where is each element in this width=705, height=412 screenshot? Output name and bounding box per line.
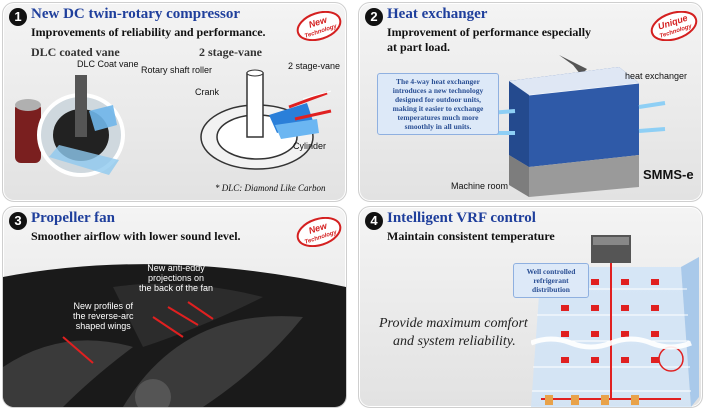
dlc-footnote: * DLC: Diamond Like Carbon xyxy=(215,183,326,193)
propeller-fan-illustration xyxy=(3,264,346,407)
dlc-coat-vane-label: DLC Coat vane xyxy=(77,59,139,69)
info-line: distribution xyxy=(532,285,570,294)
panel-subtitle: Improvements of reliability and performa… xyxy=(31,25,266,39)
rotary-shaft-roller-label: Rotary shaft roller xyxy=(141,65,213,75)
panel-number: 1 xyxy=(9,8,27,26)
building-illustration xyxy=(531,235,699,407)
slogan: Provide maximum comfort and system relia… xyxy=(379,315,528,351)
anti-eddy-callout: New anti-eddy projections on the back of… xyxy=(139,263,213,293)
info-line: Well controlled xyxy=(526,267,576,276)
panel-vrf-control: 4 Intelligent VRF control Maintain consi… xyxy=(358,206,703,408)
badge-icon: New Technology xyxy=(296,217,342,247)
reverse-arc-callout: New profiles of the reverse-arc shaped w… xyxy=(73,301,134,331)
panel-subtitle-line-1: Improvement of performance especially xyxy=(387,25,592,39)
cylinder-label: Cylinder xyxy=(293,141,327,151)
badge-icon: Unique Technology xyxy=(650,11,698,41)
info-line: smoothly in all units. xyxy=(404,122,472,131)
dlc-header: DLC coated vane xyxy=(31,45,120,59)
badge-icon: New Technology xyxy=(296,11,342,41)
info-line: refrigerant xyxy=(533,276,569,285)
panel-subtitle-line-2: at part load. xyxy=(387,40,450,54)
callout-line: New anti-eddy xyxy=(147,263,205,273)
info-line: The 4-way heat exchanger xyxy=(396,77,480,86)
info-line: temperatures much more xyxy=(397,113,479,122)
machine-room-label: Machine room xyxy=(451,181,509,191)
heat-exchanger-unit-illustration xyxy=(489,55,666,197)
unique-technology-badge: Unique Technology xyxy=(649,11,698,41)
slogan-line: and system reliability. xyxy=(393,334,516,349)
heat-exchanger-label: heat exchanger xyxy=(625,71,688,81)
new-technology-badge: New Technology xyxy=(295,11,342,41)
callout-line: the reverse-arc xyxy=(73,311,134,321)
panel-number: 3 xyxy=(9,212,27,230)
panel-heat-exchanger: 2 Heat exchanger Improvement of performa… xyxy=(358,2,703,202)
panel-compressor: 1 New DC twin-rotary compressor Improvem… xyxy=(2,2,347,202)
compressor-illustration xyxy=(15,75,125,177)
panel-subtitle: Maintain consistent temperature xyxy=(387,229,555,243)
info-line: introduces a new technology xyxy=(392,86,484,95)
panel-subtitle: Smoother airflow with lower sound level. xyxy=(31,229,241,243)
panel-title: Intelligent VRF control xyxy=(387,210,536,226)
new-technology-badge: New Technology xyxy=(295,217,342,247)
heat-exchanger-info-box: The 4-way heat exchanger introduces a ne… xyxy=(377,73,499,135)
callout-line: the back of the fan xyxy=(139,283,214,293)
two-stage-vane-illustration xyxy=(200,69,332,170)
two-stage-header: 2 stage-vane xyxy=(199,45,262,59)
panel-number: 4 xyxy=(365,212,383,230)
info-line: designed for outdoor units, xyxy=(395,95,481,104)
panel-title: New DC twin-rotary compressor xyxy=(31,6,240,22)
panel-title: Propeller fan xyxy=(31,210,116,226)
slogan-line: Provide maximum comfort xyxy=(379,316,528,331)
crank-label: Crank xyxy=(195,87,220,97)
two-stage-vane-label: 2 stage-vane xyxy=(288,61,341,71)
panel-number: 2 xyxy=(365,8,383,26)
product-name: SMMS-e xyxy=(643,167,694,182)
info-line: making it easier to exchange xyxy=(392,104,484,113)
panel-propeller-fan: 3 Propeller fan Smoother airflow with lo… xyxy=(2,206,347,408)
refrigerant-info-box: Well controlled refrigerant distribution xyxy=(513,263,589,298)
callout-line: shaped wings xyxy=(75,321,131,331)
callout-line: projections on xyxy=(148,273,205,283)
callout-line: New profiles of xyxy=(73,301,134,311)
panel-title: Heat exchanger xyxy=(387,6,488,22)
